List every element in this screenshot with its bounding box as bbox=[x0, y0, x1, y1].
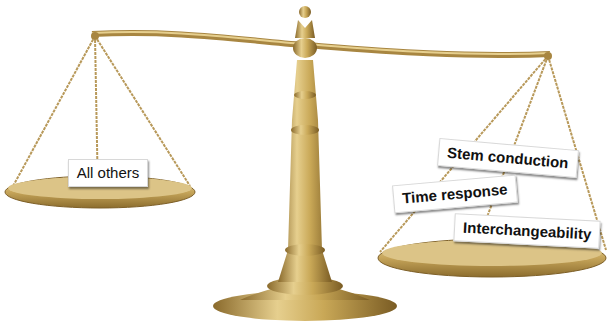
text-card: Time response bbox=[392, 175, 518, 214]
card-text: Stem conduction bbox=[447, 144, 570, 173]
card-text: All others bbox=[77, 164, 140, 182]
card-text: Time response bbox=[402, 180, 509, 207]
card-text: Interchangeability bbox=[462, 219, 591, 244]
text-card: Stem conduction bbox=[437, 138, 579, 178]
text-card: All others bbox=[68, 159, 149, 187]
